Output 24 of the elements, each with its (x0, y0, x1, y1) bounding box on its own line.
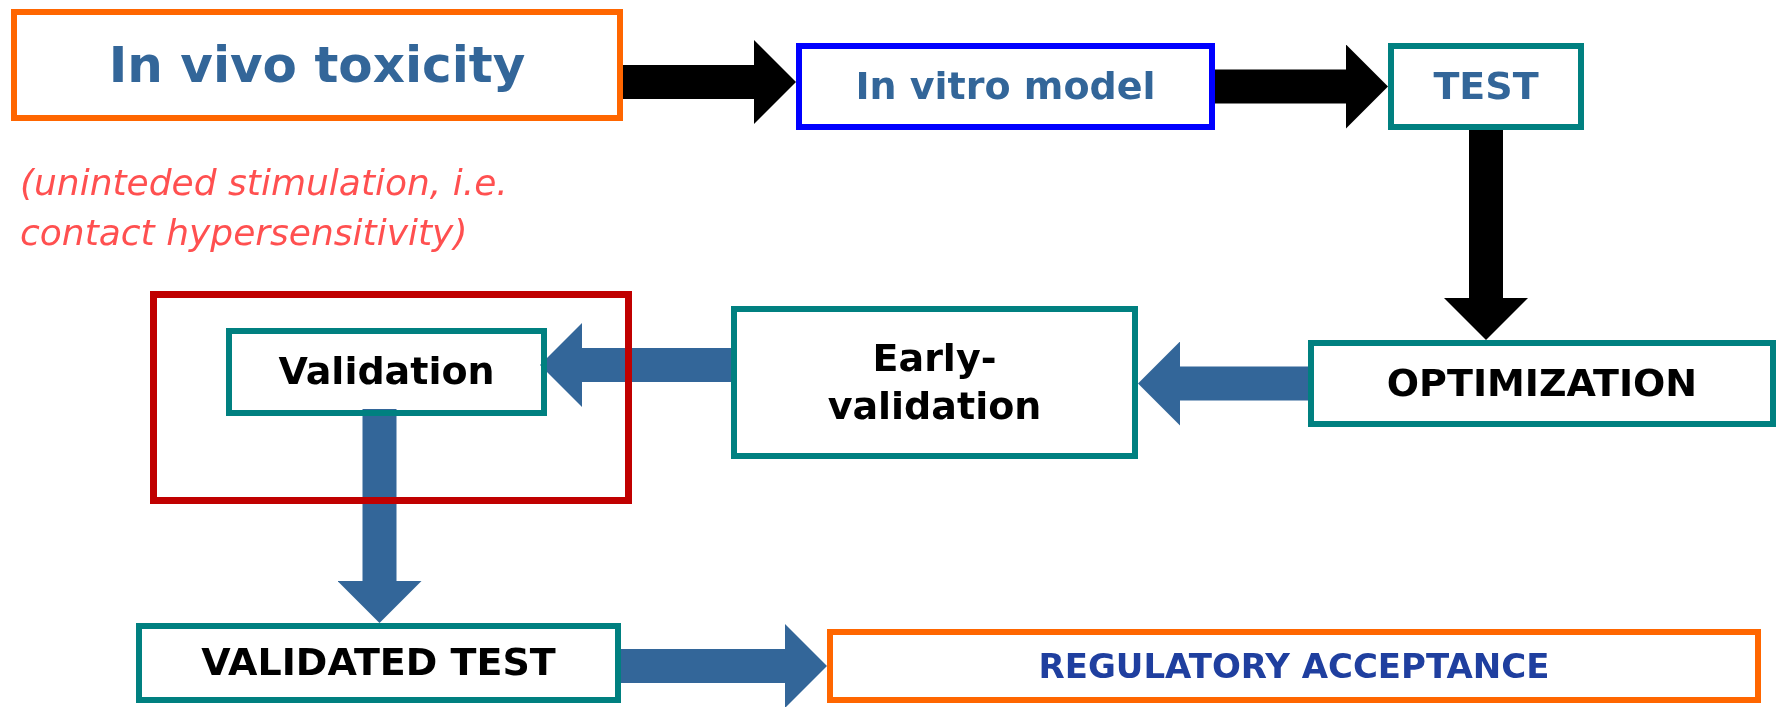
block-arrow (1444, 130, 1528, 340)
process-box (1388, 43, 1584, 130)
process-box (11, 9, 623, 121)
block-arrow (1215, 44, 1388, 129)
block-arrow (623, 40, 796, 124)
box-label: Validation (278, 348, 495, 396)
box-label: VALIDATED TEST (201, 639, 556, 687)
process-box (796, 43, 1215, 130)
group-frame (150, 291, 632, 504)
process-box (827, 629, 1761, 703)
process-box (136, 623, 621, 703)
note-text: (uninteded stimulation, i.e. contact hypersensitivity) (20, 161, 509, 256)
process-box (1308, 340, 1776, 427)
box-label: OPTIMIZATION (1386, 359, 1698, 407)
box-label: In vivo toxicity (108, 34, 526, 96)
box-label: In vitro model (855, 62, 1156, 110)
block-arrow (1138, 341, 1308, 426)
process-box (731, 306, 1138, 459)
process-box (226, 328, 547, 416)
block-arrow (621, 624, 827, 707)
box-label: TEST (1433, 62, 1539, 110)
box-label: Early-validation (826, 335, 1043, 430)
block-arrow (337, 409, 422, 623)
box-label: REGULATORY ACCEPTANCE (1038, 644, 1550, 688)
